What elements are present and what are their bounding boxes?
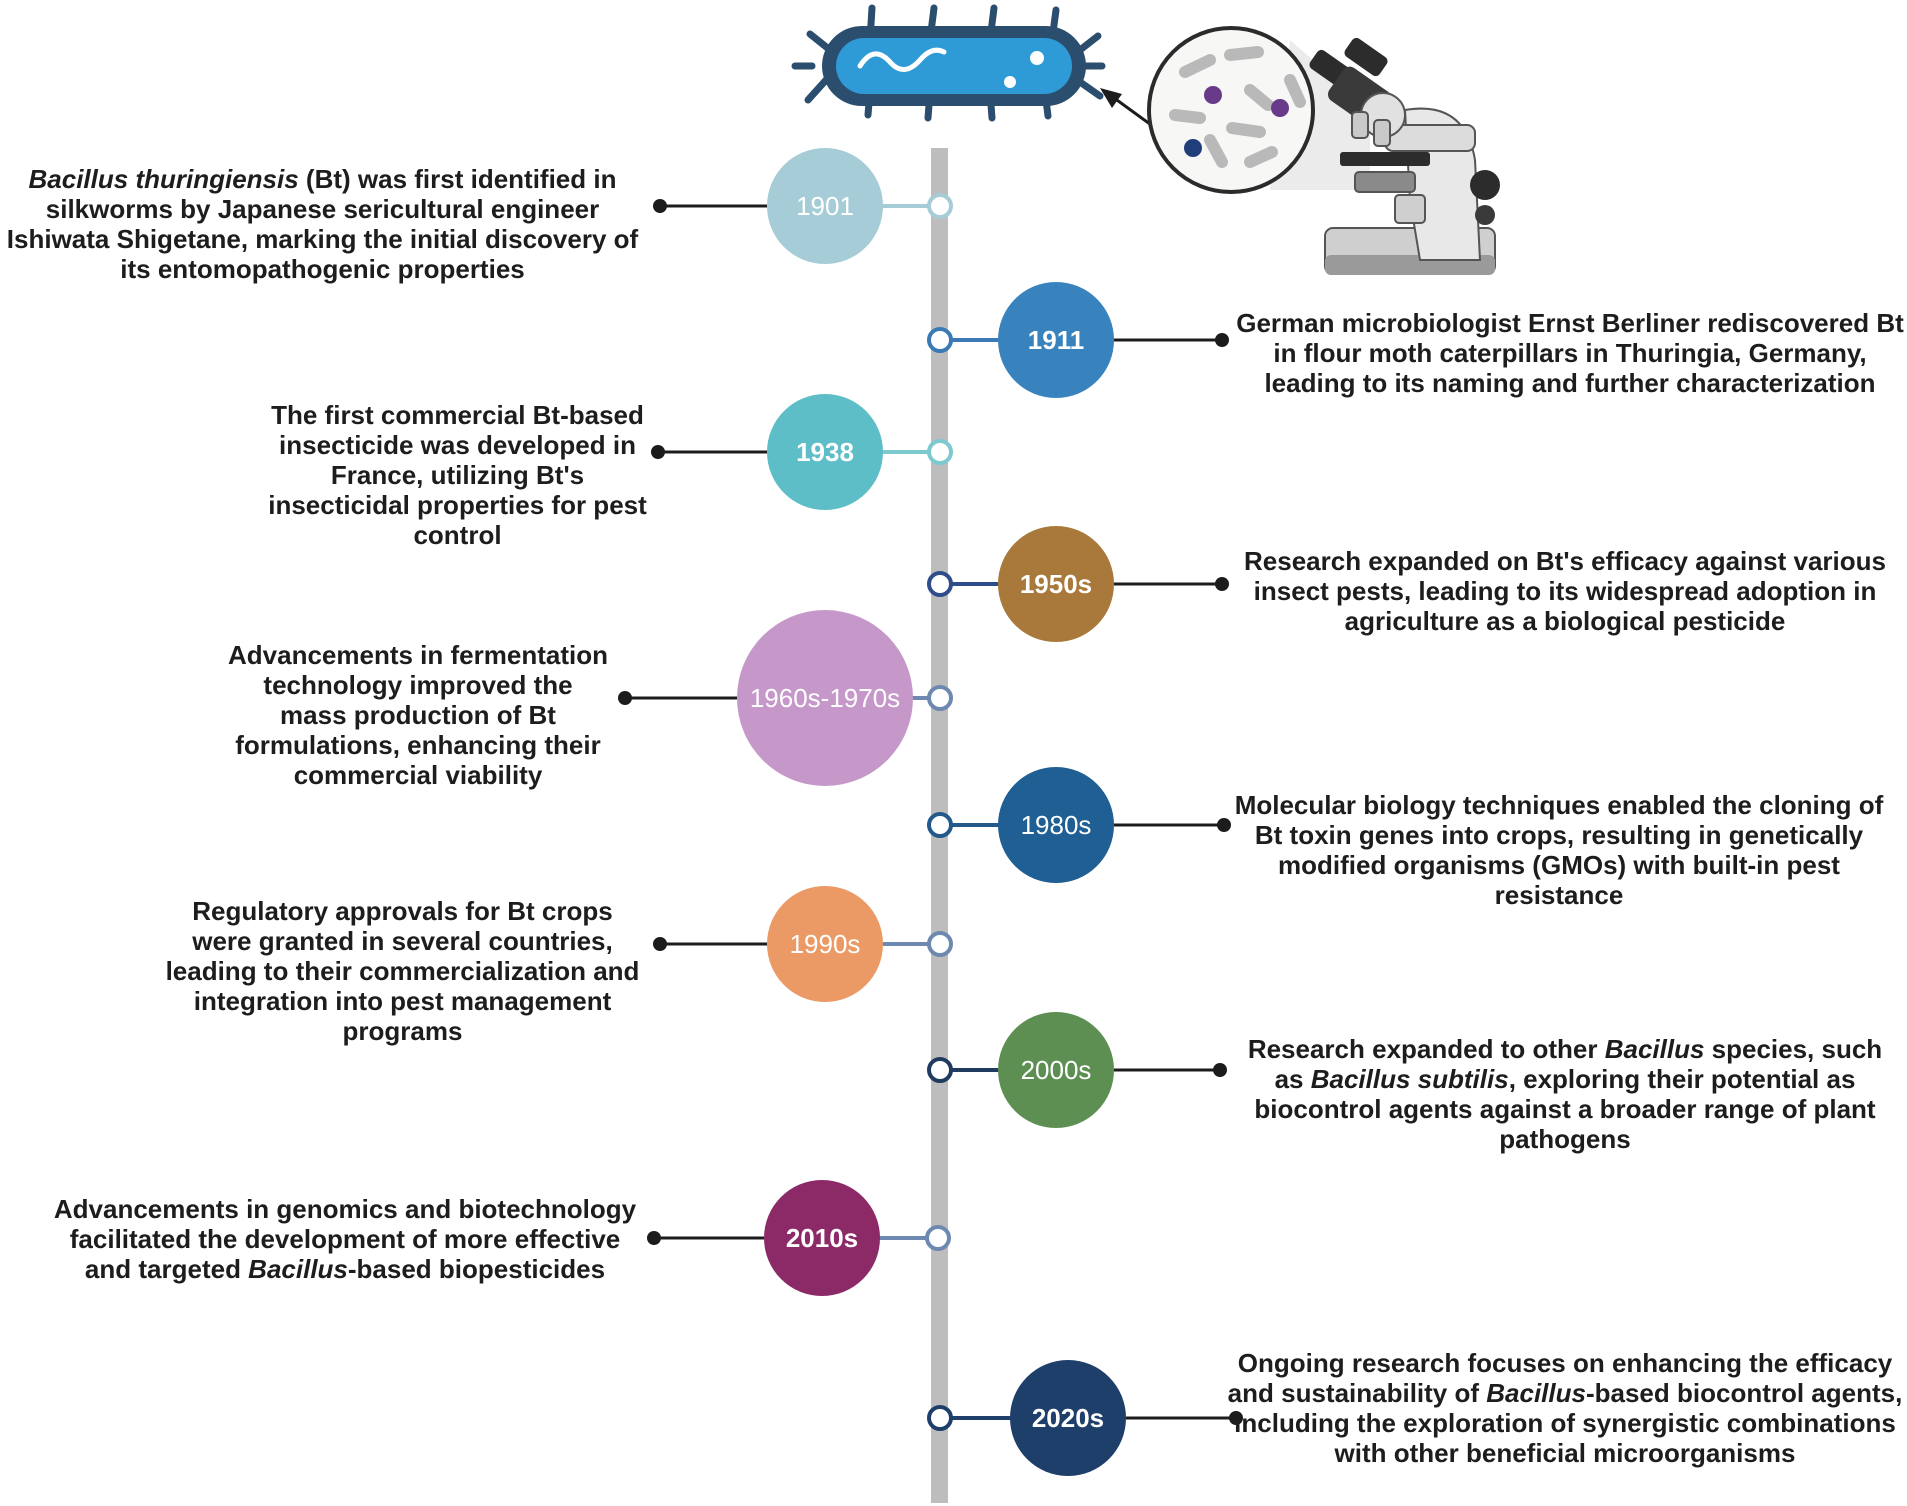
timeline-event-1938 [651, 394, 953, 510]
axis-marker [927, 193, 953, 219]
axis-marker [927, 1405, 953, 1431]
year-circle [767, 148, 883, 264]
timeline-event-1950s [927, 526, 1229, 642]
event-description: Ongoing research focuses on enhancing th… [1225, 1348, 1905, 1468]
timeline-event-2010s [647, 1180, 951, 1296]
event-description: Bacillus thuringiensis (Bt) was first id… [0, 164, 645, 284]
event-description: The first commercial Bt-based insecticid… [265, 400, 650, 550]
year-circle [767, 886, 883, 1002]
text-segment: (Bt) was first identified in silkworms b… [6, 164, 639, 284]
event-description: Regulatory approvals for Bt crops were g… [160, 896, 645, 1046]
connector-dot [1213, 1063, 1227, 1077]
text-segment: Advancements in fermentation technology … [228, 640, 608, 790]
event-description: Advancements in genomics and biotechnolo… [45, 1194, 645, 1284]
axis-marker [927, 931, 953, 957]
text-segment: -based biocontrol agents, including the … [1234, 1378, 1903, 1468]
text-segment: Regulatory approvals for Bt crops were g… [165, 896, 640, 1046]
connector-dot [647, 1231, 661, 1245]
year-circle [998, 526, 1114, 642]
italic-text: Bacillus [1486, 1378, 1586, 1408]
connector-dot [651, 445, 665, 459]
year-circle [767, 394, 883, 510]
italic-text: Bacillus [1604, 1034, 1705, 1064]
event-description: Research expanded on Bt's efficacy again… [1235, 546, 1895, 636]
timeline-event-1960s-1970s [618, 610, 953, 786]
text-segment: Ongoing research focuses on enhancing th… [1227, 1348, 1893, 1408]
timeline-event-1990s [653, 886, 953, 1002]
year-label: 1901 [796, 191, 854, 221]
italic-text: Bacillus [248, 1254, 348, 1284]
axis-marker [925, 1225, 951, 1251]
text-segment: , exploring their potential as biocontro… [1254, 1064, 1876, 1154]
year-label: 1980s [1020, 810, 1092, 840]
timeline-event-2000s [927, 1012, 1227, 1128]
italic-text: Bacillus subtilis [1310, 1064, 1509, 1094]
axis-marker [927, 571, 953, 597]
timeline-event-1901 [653, 148, 953, 264]
connector-dot [653, 937, 667, 951]
axis-marker [927, 685, 953, 711]
text-segment: Molecular biology techniques enabled the… [1234, 790, 1884, 910]
connector-dot [1215, 333, 1229, 347]
text-segment: Advancements in genomics and biotechnolo… [53, 1194, 637, 1284]
bacterium-icon [791, 4, 1106, 122]
text-segment: -based biopesticides [347, 1254, 606, 1284]
connector-dot [653, 199, 667, 213]
magnified-sample-icon [1147, 26, 1370, 194]
year-label: 2020s [1031, 1403, 1105, 1433]
timeline-event-1980s [927, 767, 1231, 883]
connector-dot [1229, 1411, 1243, 1425]
year-circle [998, 282, 1114, 398]
connector-dot [1217, 818, 1231, 832]
microscope-icon [1309, 37, 1500, 275]
text-segment: species, such as [1274, 1034, 1883, 1094]
year-circle [998, 1012, 1114, 1128]
year-circle [1010, 1360, 1126, 1476]
year-circle [737, 610, 913, 786]
year-label: 1960s-1970s [749, 683, 901, 713]
event-description: German microbiologist Ernst Berliner red… [1235, 308, 1905, 398]
year-circle [764, 1180, 880, 1296]
year-label: 1938 [796, 437, 854, 467]
year-label: 2000s [1020, 1055, 1092, 1085]
event-description: Research expanded to other Bacillus spec… [1235, 1034, 1895, 1154]
connector-dot [1215, 577, 1229, 591]
year-label: 1911 [1027, 325, 1085, 355]
text-segment: Research expanded to other [1247, 1034, 1605, 1064]
timeline-event-2020s [927, 1360, 1243, 1476]
year-label: 2010s [785, 1223, 859, 1253]
event-description: Advancements in fermentation technology … [228, 640, 608, 790]
text-segment: German microbiologist Ernst Berliner red… [1236, 308, 1904, 398]
axis-marker [927, 1057, 953, 1083]
year-circle [998, 767, 1114, 883]
axis-marker [927, 439, 953, 465]
year-label: 1990s [789, 929, 861, 959]
text-segment: Research expanded on Bt's efficacy again… [1244, 546, 1886, 636]
connector-dot [618, 691, 632, 705]
axis-marker [927, 327, 953, 353]
timeline-event-1911 [927, 282, 1229, 398]
axis-marker [927, 812, 953, 838]
event-description: Molecular biology techniques enabled the… [1224, 790, 1894, 910]
year-label: 1950s [1019, 569, 1093, 599]
italic-text: Bacillus thuringiensis [28, 164, 299, 194]
text-segment: The first commercial Bt-based insecticid… [268, 400, 647, 550]
